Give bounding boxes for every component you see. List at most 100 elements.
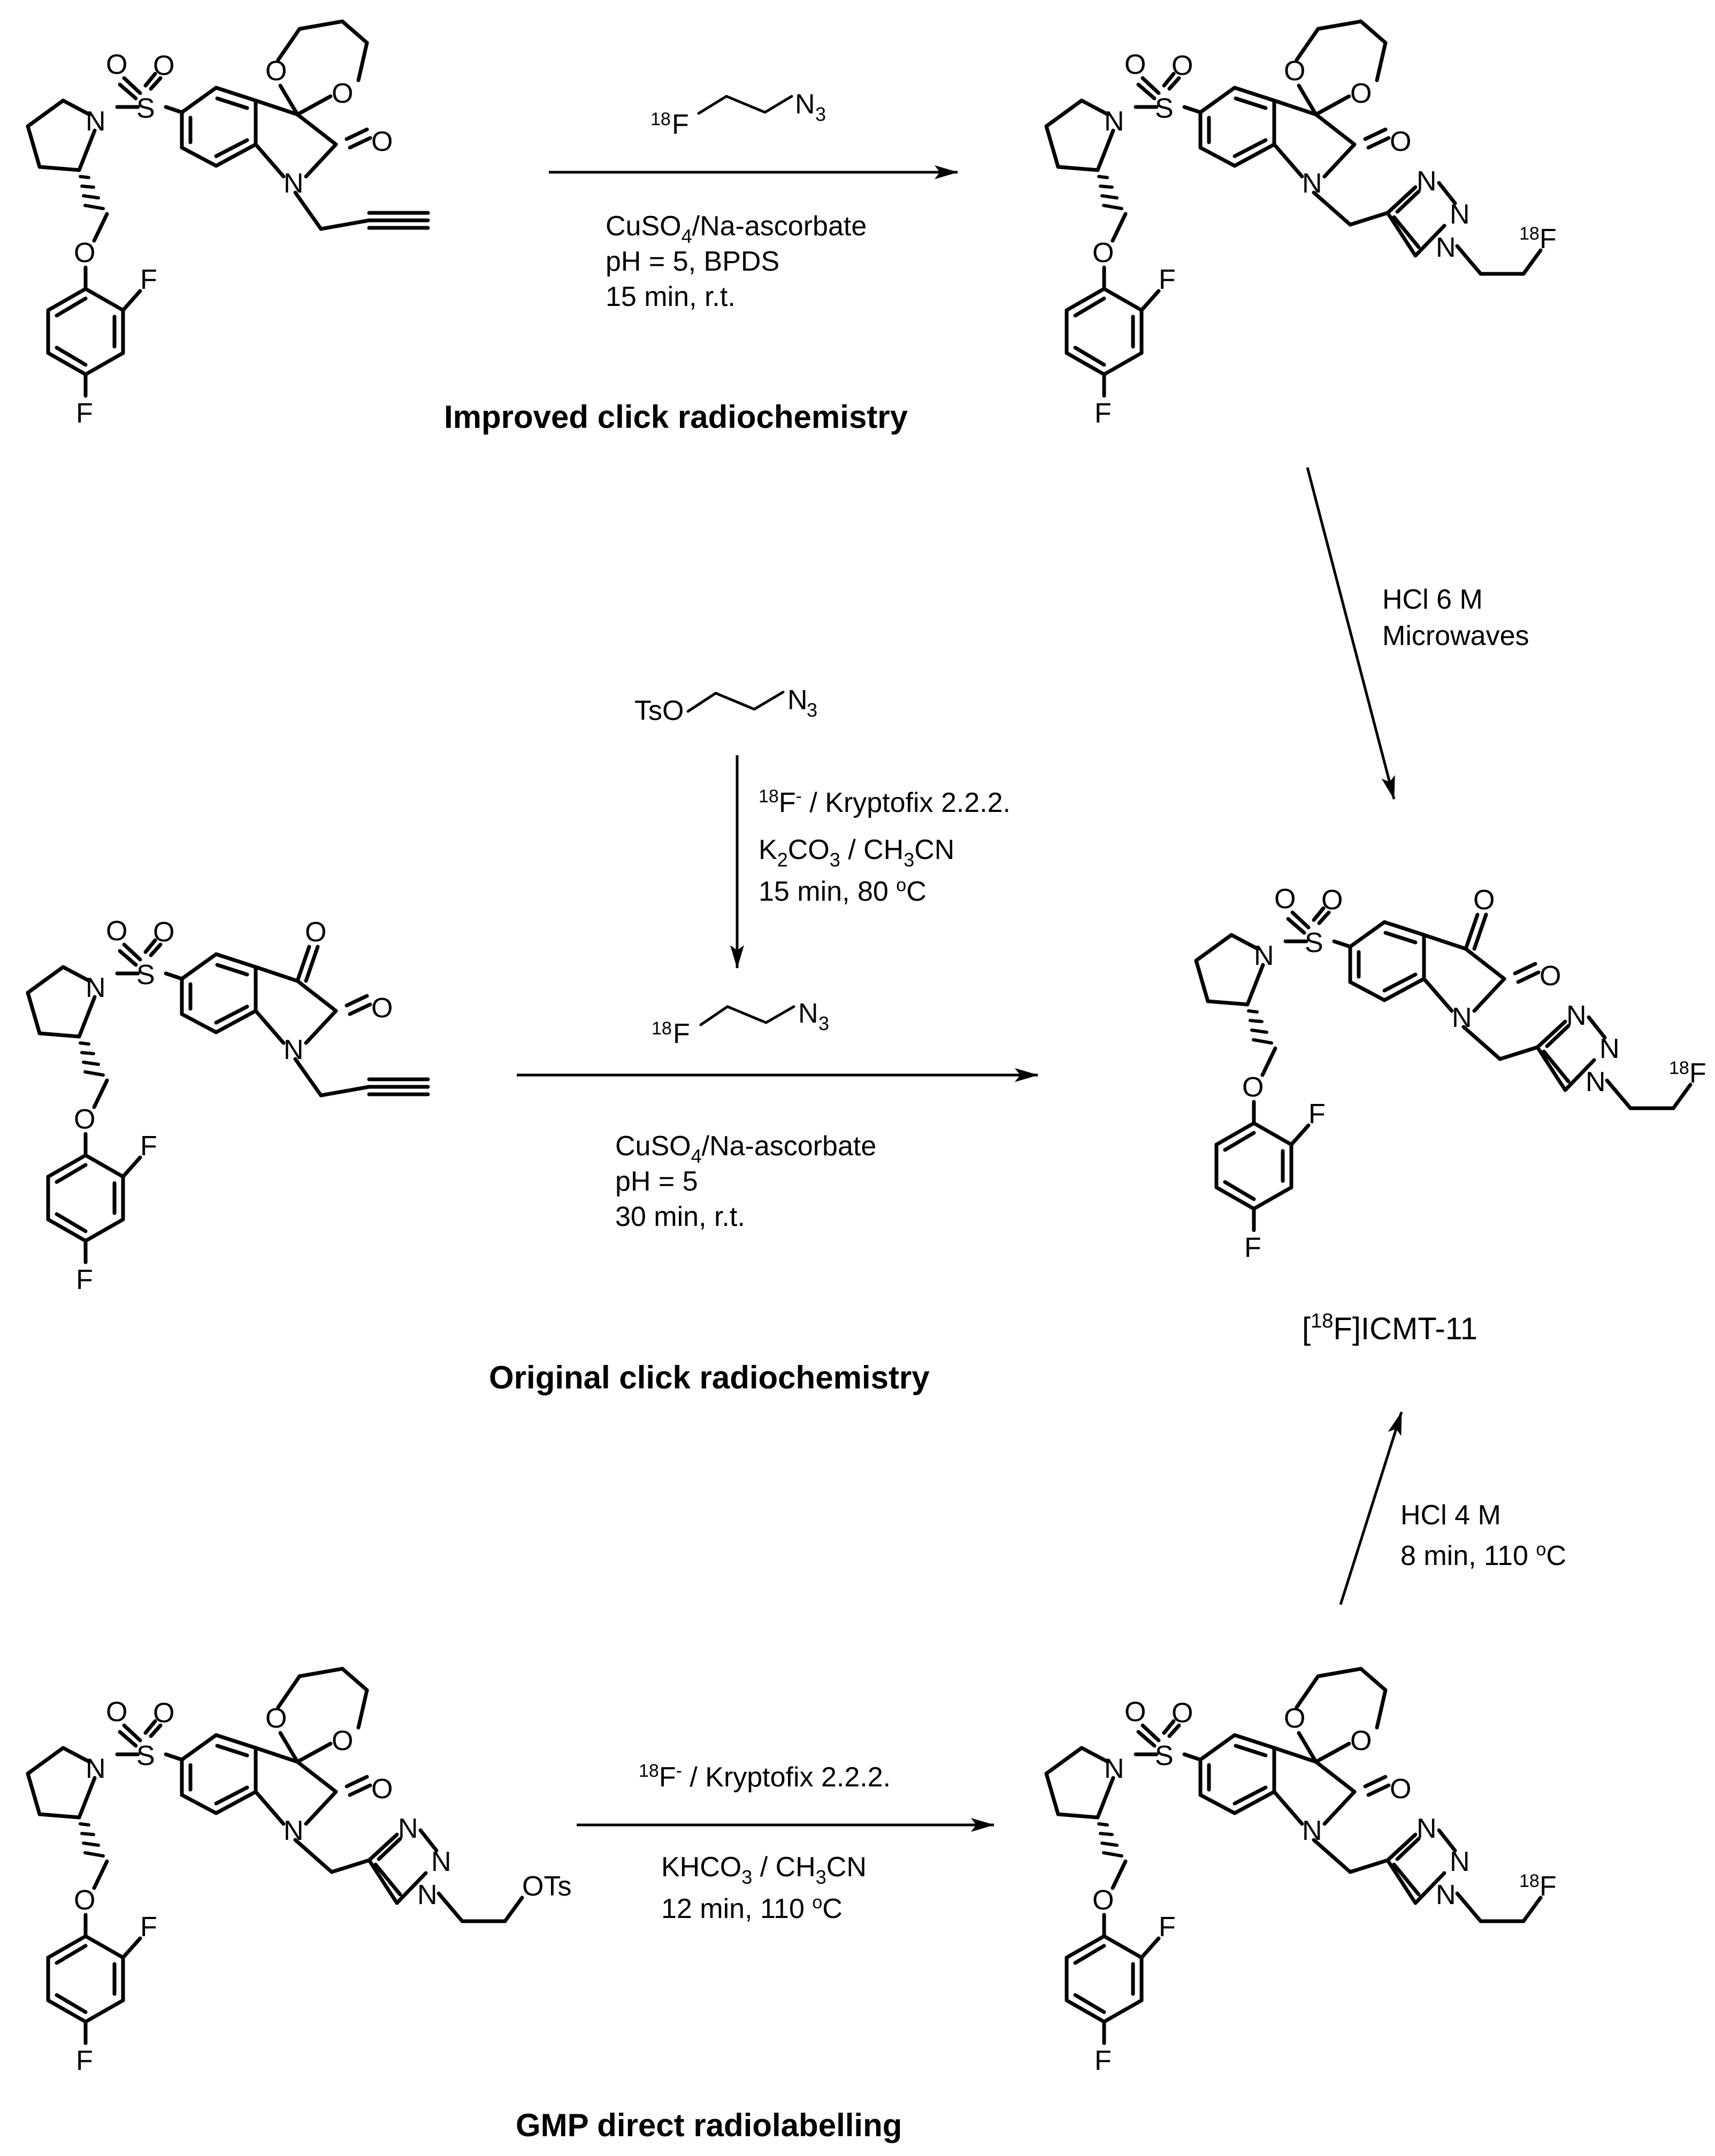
svg-text:CuSO4/Na-ascorbate: CuSO4/Na-ascorbate [615, 1131, 876, 1167]
svg-text:8 min, 110 oC: 8 min, 110 oC [1400, 1539, 1566, 1571]
arrow-hydrolysis-4m [1339, 1411, 1403, 1605]
subscript: 3 [741, 1866, 752, 1888]
reagent-improved: 18 F N 3 CuSO4/Na-ascorbate pH = 5, BPDS… [606, 89, 867, 312]
atom-n: N [1436, 1879, 1456, 1911]
atom-f: F [1540, 1871, 1557, 1902]
atom-n: N [795, 89, 815, 120]
atom-f: F [1689, 1058, 1706, 1089]
atom-o: O [305, 917, 326, 948]
reagent-text: CO [788, 834, 830, 865]
atom-o: O [153, 50, 174, 81]
atom-n: N [1104, 106, 1124, 137]
reagent-text: 8 min, 110 [1400, 1540, 1536, 1571]
subscript: 2 [777, 849, 788, 871]
product-icmt11: S O O N O F F N N N O O N 18 F [1196, 884, 1706, 1263]
atom-n: N [787, 685, 808, 716]
superscript: - [796, 786, 802, 807]
atom-o: O [371, 993, 393, 1024]
svg-text:KHCO3 / CH3CN: KHCO3 / CH3CN [661, 1852, 867, 1888]
atom-f: F [1540, 224, 1557, 255]
svg-text:15 min, 80 oC: 15 min, 80 oC [759, 875, 927, 907]
svg-text:18F- / Kryptofix 2.2.2.: 18F- / Kryptofix 2.2.2. [759, 786, 1010, 818]
atom-n: N [431, 1846, 451, 1877]
atom-o: O [1540, 961, 1561, 992]
isotope-label: 18 [652, 1018, 672, 1039]
atom-o: O [1274, 884, 1296, 915]
svg-text:18F- / Kryptofix 2.2.2.: 18F- / Kryptofix 2.2.2. [639, 1761, 891, 1793]
atom-o: O [371, 1774, 393, 1805]
atom-o: O [1390, 126, 1411, 157]
atom-s: S [1155, 1740, 1174, 1771]
atom-f: F [673, 1018, 690, 1049]
reagent-text: CuSO [606, 211, 682, 242]
reagent-hcl-6m: HCl 6 M [1382, 584, 1483, 615]
atom-f: F [140, 1912, 157, 1943]
atom-s: S [136, 960, 155, 991]
atom-s: S [136, 93, 155, 124]
atom-f: F [140, 264, 157, 295]
isotope-label: 18 [1519, 1871, 1540, 1891]
product-label: [18F]ICMT-11 [1302, 1310, 1477, 1346]
isotope-label: 18 [1519, 224, 1540, 244]
atom-n: N [1452, 1002, 1472, 1033]
atom-f: F [76, 398, 93, 429]
gmp-precursor: S O O N O F F N N N O O O N O [28, 1667, 571, 2076]
reagent-conditions: pH = 5, BPDS [606, 246, 779, 277]
subscript: 3 [816, 1866, 826, 1888]
atom-n: N [284, 1034, 304, 1065]
reagent-time: 15 min, r.t. [606, 281, 736, 312]
atom-o: O [106, 916, 127, 947]
atom-o: O [153, 1698, 174, 1729]
atom-s: S [1155, 93, 1174, 124]
reagent-text: / Kryptofix 2.2.2. [682, 1762, 891, 1793]
reagent-text: K [759, 834, 777, 865]
product-name: F]ICMT-11 [1333, 1311, 1477, 1346]
atom-o: O [1172, 1698, 1193, 1729]
reagent-gmp: 18F- / Kryptofix 2.2.2. KHCO3 / CH3CN 12… [639, 1761, 891, 1924]
isotope-label: 18 [639, 1761, 659, 1781]
caption-improved: Improved click radiochemistry [444, 399, 908, 435]
atom-f: F [1159, 1912, 1176, 1943]
atom-o: O [1092, 237, 1114, 268]
atom-o: O [74, 1104, 95, 1135]
atom-f: F [140, 1131, 157, 1162]
atom-n: N [1450, 1846, 1470, 1877]
reagent-text: / Kryptofix 2.2.2. [802, 787, 1010, 818]
reagent-text: /Na-ascorbate [692, 211, 867, 242]
arrow-hydrolysis-6m [1306, 467, 1396, 800]
subscript: 4 [691, 1145, 702, 1167]
atom-f: F [1308, 1099, 1326, 1130]
reagent-text: 12 min, 110 [661, 1893, 812, 1924]
atom-o: O [74, 1885, 95, 1916]
atom-o: O [1242, 1072, 1264, 1103]
atom-o: O [1284, 1703, 1305, 1734]
atom-o: O [332, 78, 353, 109]
atom-n: N [1302, 1815, 1322, 1846]
atom-n: N [1302, 168, 1322, 199]
superscript: - [676, 1761, 682, 1781]
reagent-text: C [906, 876, 927, 907]
atom-o: O [371, 126, 393, 157]
atom-n: N [417, 1879, 438, 1911]
improved-product: S O O N O F F N N N O O O N [1046, 19, 1557, 429]
reagent-conditions: pH = 5 [615, 1166, 698, 1197]
atom-o: O [1473, 885, 1495, 916]
superscript: o [812, 1892, 822, 1913]
svg-text:12 min, 110 oC: 12 min, 110 oC [661, 1892, 843, 1924]
atom-o: O [1321, 885, 1343, 916]
reagent-time: 30 min, r.t. [615, 1201, 745, 1232]
atom-o: O [265, 1703, 287, 1734]
atom-n: N [1436, 232, 1456, 263]
reagent-text: C [1546, 1540, 1566, 1571]
atom-n: N [1417, 166, 1437, 197]
atom-o: O [332, 1725, 353, 1756]
atom-o: O [1124, 1697, 1146, 1728]
reagent-text: / CH [840, 834, 904, 865]
atom-n: N [1599, 1033, 1620, 1064]
subscript: 4 [682, 225, 692, 247]
isotope-label: 18 [1311, 1310, 1333, 1332]
atom-o: O [1172, 50, 1193, 81]
reagent-text: CN [826, 1852, 867, 1883]
reagent-prep: TsO N 3 18F- / Kryptofix 2.2.2. K2CO3 / … [634, 685, 1010, 969]
